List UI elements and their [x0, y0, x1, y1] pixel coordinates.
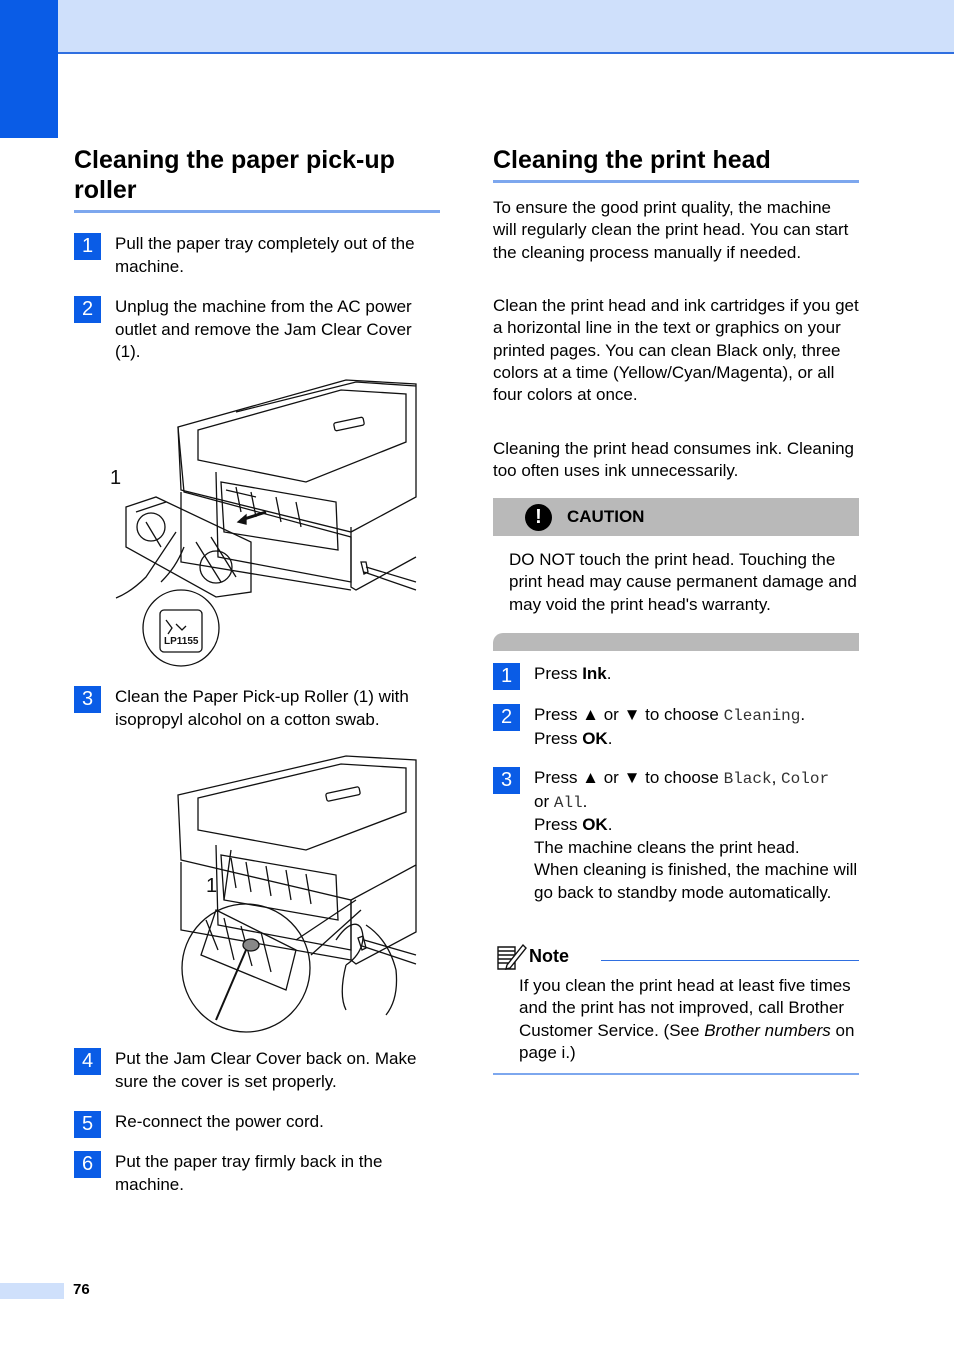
figure-code: LP1155 — [164, 636, 199, 647]
note-pencil-icon — [497, 943, 527, 970]
menu-option-all: All — [553, 793, 583, 812]
step-text: Put the Jam Clear Cover back on. Make su… — [115, 1049, 417, 1091]
step-text: Press ▲ or ▼ to choose Cleaning. Press O… — [534, 704, 859, 750]
step-text: Put the paper tray firmly back in the ma… — [115, 1152, 383, 1194]
step-text: Press Ink. — [534, 663, 859, 686]
step-number: 1 — [493, 663, 520, 690]
figure-callout: 1 — [206, 875, 217, 897]
step-number: 4 — [74, 1048, 101, 1075]
step-text-part: or — [534, 791, 554, 811]
ok-key-label: OK — [582, 815, 608, 834]
roller-cleaning-illustration: 1 — [177, 755, 417, 1033]
step-number: 6 — [74, 1151, 101, 1178]
step-text-part: . — [800, 705, 806, 724]
chapter-tab — [0, 0, 58, 138]
caution-header: ! CAUTION — [493, 498, 859, 536]
note-label: Note — [529, 946, 569, 966]
step-text-part: . — [607, 728, 613, 748]
step-text: Clean the Paper Pick-up Roller (1) with … — [115, 687, 409, 729]
jam-cover-removal-illustration: 1 LP1155 — [110, 379, 417, 667]
caution-footer — [493, 633, 859, 651]
note-bottom-rule — [493, 1073, 859, 1075]
section-title-roller: Cleaning the paper pick-up roller — [74, 146, 395, 204]
step-text: Re-connect the power cord. — [115, 1112, 324, 1131]
ink-key-label: Ink — [582, 664, 607, 683]
step-text-part: The machine cleans the print head. — [534, 837, 800, 857]
header-band — [0, 0, 954, 54]
step-text-part: . — [582, 791, 588, 811]
ok-key-label: OK — [582, 728, 608, 748]
step-text-part: Press — [534, 728, 583, 748]
page-number: 76 — [73, 1281, 90, 1298]
step-number: 3 — [493, 767, 520, 794]
intro-paragraph-1: To ensure the good print quality, the ma… — [493, 198, 849, 262]
step-number: 2 — [493, 704, 520, 731]
menu-option-black: Black — [723, 770, 772, 788]
section-title-print-head: Cleaning the print head — [493, 146, 771, 174]
note-header: Note — [493, 941, 859, 971]
note-text: If you clean the print head at least fiv… — [519, 975, 859, 1064]
step-number: 5 — [74, 1111, 101, 1138]
menu-option-cleaning: Cleaning — [723, 707, 801, 725]
step-text-part: Press ▲ or ▼ to choose — [534, 705, 724, 724]
caution-label: CAUTION — [567, 507, 645, 526]
step-number: 3 — [74, 686, 101, 713]
caution-text: DO NOT touch the print head. Touching th… — [509, 550, 857, 614]
note-text-part: If you clean the print head at least fiv… — [519, 976, 851, 1040]
step-text-part: Press ▲ or ▼ to choose — [534, 768, 724, 787]
step-text-part: . — [607, 815, 613, 834]
step-text: Press ▲ or ▼ to choose Black, Color or A… — [534, 767, 859, 904]
exclamation-icon: ! — [525, 504, 552, 531]
note-rule — [601, 960, 859, 961]
step-number: 1 — [74, 233, 101, 260]
note-text-part: on page i.) — [519, 1020, 855, 1062]
page-number-bar — [0, 1283, 64, 1299]
note-reference: Brother numbers — [704, 1020, 831, 1040]
step-text-part: Press — [534, 664, 583, 683]
step-text-part: Press — [534, 815, 583, 834]
step-text: Unplug the machine from the AC power out… — [115, 297, 412, 361]
figure-callout: 1 — [110, 467, 121, 489]
title-underline — [493, 180, 859, 183]
intro-paragraph-3: Cleaning the print head consumes ink. Cl… — [493, 439, 855, 481]
title-underline — [74, 210, 440, 213]
step-text-part: When cleaning is finished, the machine w… — [534, 860, 858, 902]
step-text-part: , — [771, 768, 782, 787]
step-number: 2 — [74, 296, 101, 323]
step-text: Pull the paper tray completely out of th… — [115, 234, 415, 276]
menu-option-color: Color — [781, 770, 830, 788]
step-text-part: . — [606, 664, 612, 683]
intro-paragraph-2: Clean the print head and ink cartridges … — [493, 296, 859, 405]
